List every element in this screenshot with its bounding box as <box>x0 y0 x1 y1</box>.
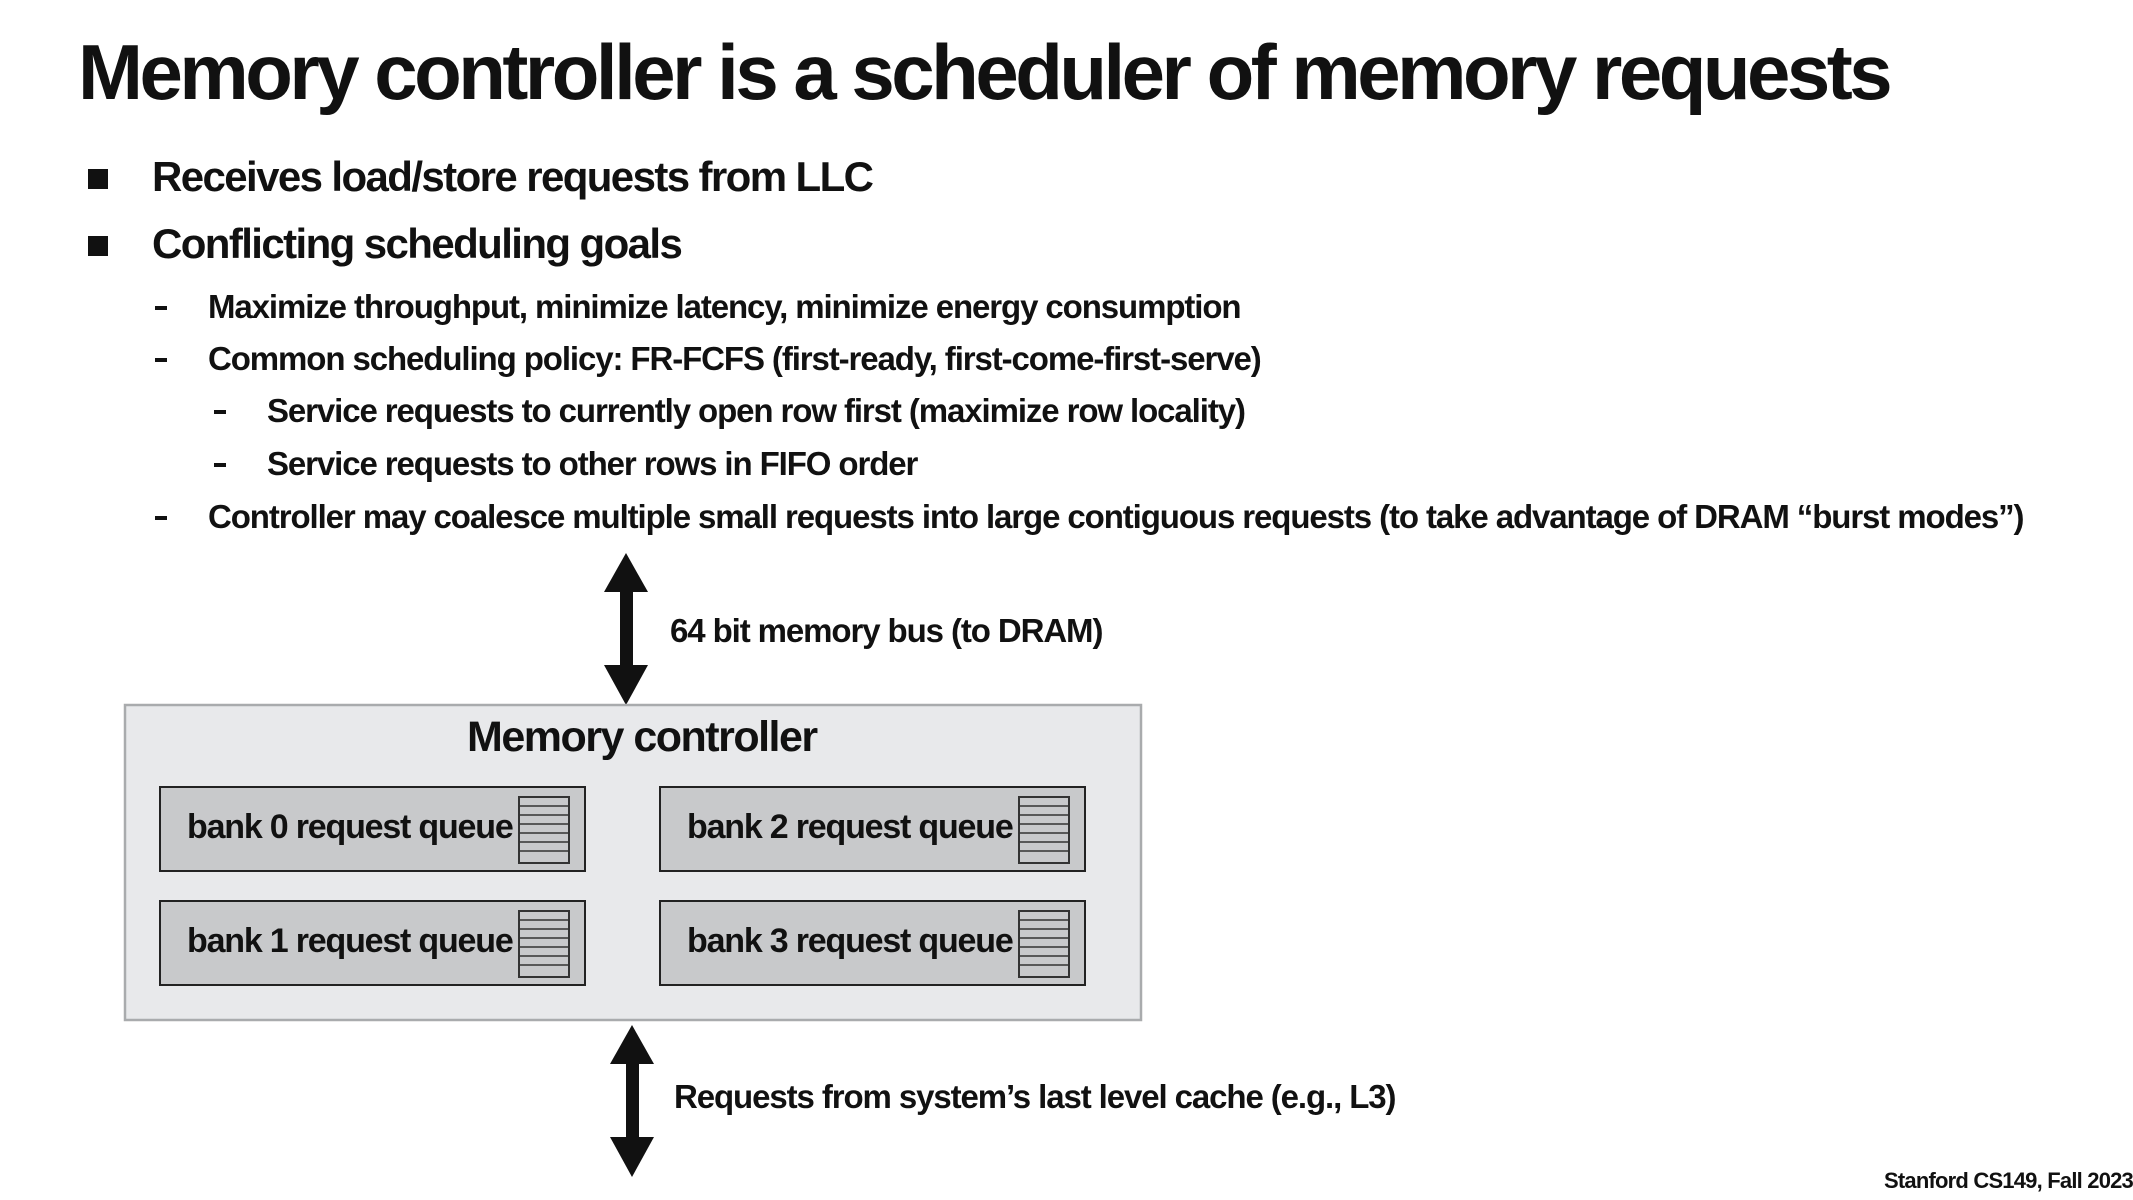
bullet-dash-marker <box>214 463 226 467</box>
queue-slots-icon <box>518 910 570 978</box>
bank-1-request-queue: bank 1 request queue <box>159 900 586 986</box>
slide-title: Memory controller is a scheduler of memo… <box>78 28 1893 116</box>
bullet-item: Receives load/store requests from LLC <box>152 153 874 200</box>
queue-label: bank 0 request queue <box>187 808 514 846</box>
bullet-item: Maximize throughput, minimize latency, m… <box>208 288 1242 325</box>
bank-2-request-queue: bank 2 request queue <box>659 786 1086 872</box>
course-footer: Stanford CS149, Fall 2023 <box>1884 1168 2133 1193</box>
top-bus-arrow <box>604 553 648 705</box>
bullet-item: Common scheduling policy: FR-FCFS (first… <box>208 340 1262 377</box>
bank-0-request-queue: bank 0 request queue <box>159 786 586 872</box>
bottom-bus-arrow <box>610 1025 654 1177</box>
bullet-square-marker <box>88 236 108 256</box>
bullet-dash-marker <box>155 358 167 362</box>
queue-label: bank 2 request queue <box>687 808 1014 846</box>
bullet-item: Controller may coalesce multiple small r… <box>208 498 2025 535</box>
queue-label: bank 1 request queue <box>187 922 514 960</box>
bottom-bus-label: Requests from system’s last level cache … <box>674 1078 1397 1115</box>
queue-slots-icon <box>1018 910 1070 978</box>
queue-slots-icon <box>518 796 570 864</box>
bank-3-request-queue: bank 3 request queue <box>659 900 1086 986</box>
queue-label: bank 3 request queue <box>687 922 1014 960</box>
bullet-dash-marker <box>214 410 226 414</box>
bullet-square-marker <box>88 169 108 189</box>
bullet-item: Conflicting scheduling goals <box>152 220 683 267</box>
bullet-dash-marker <box>155 306 167 310</box>
memory-controller-title: Memory controller <box>467 713 818 761</box>
queue-slots-icon <box>1018 796 1070 864</box>
top-bus-label: 64 bit memory bus (to DRAM) <box>670 612 1103 649</box>
bullet-item: Service requests to other rows in FIFO o… <box>267 445 918 482</box>
bullet-item: Service requests to currently open row f… <box>267 392 1246 429</box>
bullet-dash-marker <box>155 516 167 520</box>
